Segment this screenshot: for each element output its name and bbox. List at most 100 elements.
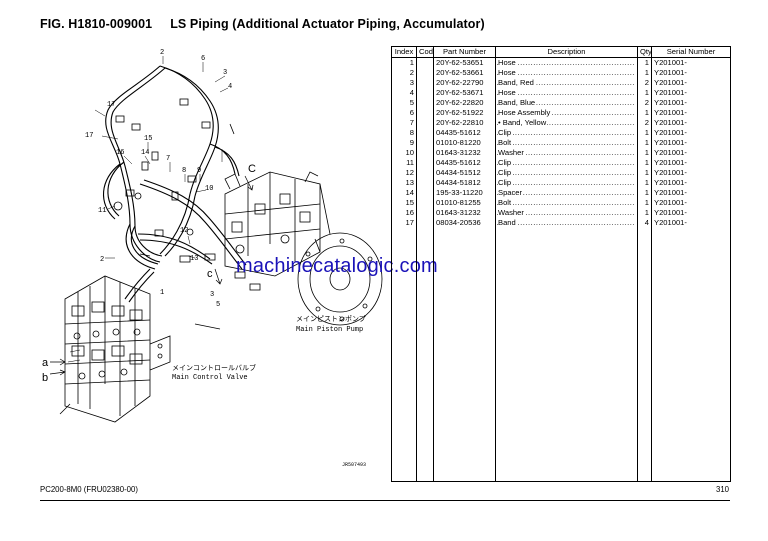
cell-part-number: 01643-31232 [433, 148, 496, 158]
callout-3-top: 3 [223, 69, 227, 77]
cell-index: 2 [391, 68, 417, 78]
cell-part-number: 20Y-62-53651 [433, 57, 496, 68]
description-text: Clip [498, 178, 513, 188]
cell-part-number: 20Y-62-22810 [433, 118, 496, 128]
cell-code [416, 57, 434, 68]
cell-qty: 4 [637, 218, 652, 228]
cell-index: 13 [391, 178, 417, 188]
leader-dots [497, 88, 637, 98]
table-header-row: Index Code Part Number Description Qty S… [391, 46, 731, 58]
cell-serial-number: Y201001- [651, 108, 731, 118]
figure-description: LS Piping (Additional Actuator Piping, A… [170, 17, 485, 31]
leader-dots [497, 128, 637, 138]
cell-serial-number: Y201001- [651, 178, 731, 188]
leader-dots [497, 78, 637, 88]
cell-qty: 1 [637, 57, 652, 68]
cell-description: Band [495, 218, 638, 228]
cell-serial-number: Y201001- [651, 98, 731, 108]
leader-dots [497, 138, 637, 148]
cell-part-number: 20Y-62-22820 [433, 98, 496, 108]
cell-code [416, 98, 434, 108]
cell-code [416, 108, 434, 118]
cell-qty: 1 [637, 168, 652, 178]
table-filler-row [391, 228, 731, 482]
callout-17-top: 17 [107, 101, 115, 109]
cell-serial-number: Y201001- [651, 88, 731, 98]
cell-code [416, 208, 434, 218]
callout-2-top: 2 [160, 49, 164, 57]
callout-16: 16 [116, 149, 124, 157]
description-text: Band, Blue [498, 98, 537, 108]
leader-dots [497, 98, 637, 108]
cell-code [416, 198, 434, 208]
cell-part-number: 20Y-62-22790 [433, 78, 496, 88]
cell-description: • Band, Yellow [495, 118, 638, 128]
description-text: Clip [498, 168, 513, 178]
cell-index: 12 [391, 168, 417, 178]
cell-description: Hose [495, 88, 638, 98]
cell-index: 17 [391, 218, 417, 228]
main-control-valve-drawing [64, 275, 171, 423]
description-text: • Band, Yellow [498, 118, 548, 128]
leader-dots [497, 188, 637, 198]
cell-qty: 1 [637, 128, 652, 138]
ref-letter-a: a [42, 357, 49, 369]
cell-description: Hose [495, 57, 638, 68]
cell-serial-number: Y201001- [651, 57, 731, 68]
empty-cell [433, 228, 496, 482]
description-text: Hose Assembly [498, 108, 552, 118]
cell-serial-number: Y201001- [651, 128, 731, 138]
cell-part-number: 04434-51812 [433, 178, 496, 188]
cell-description: Hose Assembly [495, 108, 638, 118]
description-text: Spacer [498, 188, 524, 198]
cell-index: 9 [391, 138, 417, 148]
main-piston-pump-drawing [224, 171, 383, 326]
cell-code [416, 118, 434, 128]
hose-runs [102, 65, 247, 303]
cell-serial-number: Y201001- [651, 68, 731, 78]
footer-model: PC200-8M0 (FRU02380-00) [40, 485, 138, 494]
footer-divider [40, 500, 730, 501]
empty-cell [637, 228, 652, 482]
ref-letter-b: b [42, 372, 48, 384]
cell-code [416, 68, 434, 78]
cell-qty: 2 [637, 78, 652, 88]
callout-15: 15 [144, 135, 152, 143]
cell-description: Clip [495, 128, 638, 138]
leader-dots [497, 198, 637, 208]
cell-qty: 1 [637, 138, 652, 148]
callout-11: 11 [98, 207, 106, 215]
leader-dots [497, 218, 637, 228]
cell-index: 11 [391, 158, 417, 168]
cell-qty: 1 [637, 178, 652, 188]
description-text: Bolt [498, 198, 513, 208]
cell-description: Clip [495, 178, 638, 188]
cell-part-number: 20Y-62-51922 [433, 108, 496, 118]
cell-serial-number: Y201001- [651, 208, 731, 218]
valve-label-jp: メインコントロールバルブ [172, 363, 256, 373]
cell-serial-number: Y201001- [651, 148, 731, 158]
cell-part-number: 04434-51512 [433, 168, 496, 178]
description-text: Clip [498, 158, 513, 168]
cell-serial-number: Y201001- [651, 78, 731, 88]
cell-part-number: 01010-81220 [433, 138, 496, 148]
callout-6: 6 [201, 55, 205, 63]
cell-qty: 2 [637, 118, 652, 128]
cell-serial-number: Y201001- [651, 218, 731, 228]
leader-dots [497, 68, 637, 78]
pump-label-jp: メインピストンポンプ [296, 315, 366, 324]
watermark: machinecatalogic.com [236, 255, 438, 277]
col-header-index: Index [391, 46, 417, 58]
